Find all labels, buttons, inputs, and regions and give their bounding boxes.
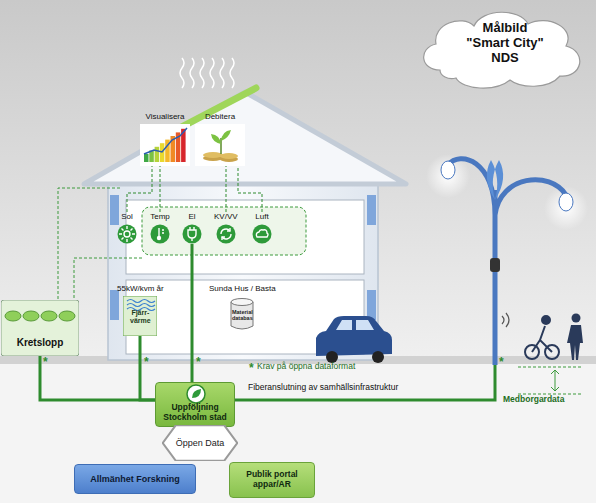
node: KV/VV [214, 212, 238, 244]
node-heading: Visualisera [146, 112, 185, 122]
house [84, 92, 406, 360]
label: Medborgardata [503, 395, 564, 404]
car [316, 316, 392, 363]
kretslopp-links [58, 188, 142, 300]
sky [0, 0, 596, 362]
node: Debitera [195, 112, 245, 166]
node-heading: KV/VV [214, 212, 238, 222]
connector [191, 244, 194, 382]
node: Allmänhet Forskning [74, 464, 196, 494]
connector [127, 166, 152, 212]
pedestrian [567, 314, 583, 361]
icon [182, 224, 202, 244]
node-heading: Temp [150, 212, 170, 222]
icon-box [252, 224, 272, 244]
node-heading: Debitera [205, 112, 235, 122]
node-heading: Sunda Hus / Basta [209, 284, 276, 294]
icon [252, 224, 272, 244]
node-heading: Luft [255, 212, 268, 222]
icon-text: Fjärr- värme [123, 296, 157, 324]
icon [150, 224, 170, 244]
node: El [182, 212, 202, 244]
label: * [249, 362, 254, 375]
node: Uppföljning Stockholm stad [155, 382, 235, 427]
icon [140, 124, 190, 166]
connector [238, 166, 262, 212]
icon-box [216, 224, 236, 244]
icon-box [150, 224, 170, 244]
icon-box [195, 124, 245, 166]
node: Kretslopp [1, 300, 79, 356]
node: Visualisera [140, 112, 190, 166]
connector [160, 166, 161, 212]
box-text: Allmänhet Forskning [90, 474, 180, 484]
node-heading: 55kW/kvm år [117, 284, 164, 294]
ground [0, 362, 596, 503]
leaf-icon [186, 384, 206, 404]
node-heading: El [188, 212, 195, 222]
icon [216, 224, 236, 244]
label: * [499, 356, 504, 369]
heat-waves [180, 58, 234, 88]
icon-box: Material databas [226, 296, 258, 334]
label: * [43, 356, 48, 369]
label: * [196, 356, 201, 369]
label: Fiberanslutning av samhällsinfrastruktur [248, 383, 398, 392]
node: 55kW/kvm år Fjärr- värme [117, 284, 164, 336]
street-lamp [426, 154, 588, 365]
node: Öppen Data [162, 425, 238, 461]
node: Sunda Hus / BastaMaterial databas [209, 284, 276, 334]
node: Publik portal appar/AR [229, 462, 315, 498]
cloud [424, 12, 580, 88]
icon [186, 384, 206, 404]
connector [40, 356, 155, 400]
node: Luft [252, 212, 272, 244]
hexagon-text: Öppen Data [164, 438, 237, 448]
icon [117, 224, 137, 244]
box-text: Publik portal appar/AR [234, 470, 310, 490]
icon-box [140, 124, 190, 166]
icon-box [182, 224, 202, 244]
title: Målbild "Smart City" NDS [462, 20, 548, 65]
node: Sol [117, 212, 137, 244]
icon-box: Fjärr- värme [123, 296, 157, 336]
icon [195, 124, 245, 166]
label: * [144, 356, 149, 369]
cyclist [525, 316, 559, 359]
node-heading: Sol [121, 212, 133, 222]
connector [140, 336, 155, 400]
box-text: Uppföljning Stockholm stad [160, 403, 230, 423]
connector [226, 166, 227, 212]
node: Temp [150, 212, 170, 244]
label: Krav på öppna dataformat [257, 362, 355, 371]
icon-text: Material databas [226, 296, 258, 321]
icon-box [117, 224, 137, 244]
medborgardata-bracket [518, 367, 582, 394]
box-text: Kretslopp [17, 337, 64, 349]
